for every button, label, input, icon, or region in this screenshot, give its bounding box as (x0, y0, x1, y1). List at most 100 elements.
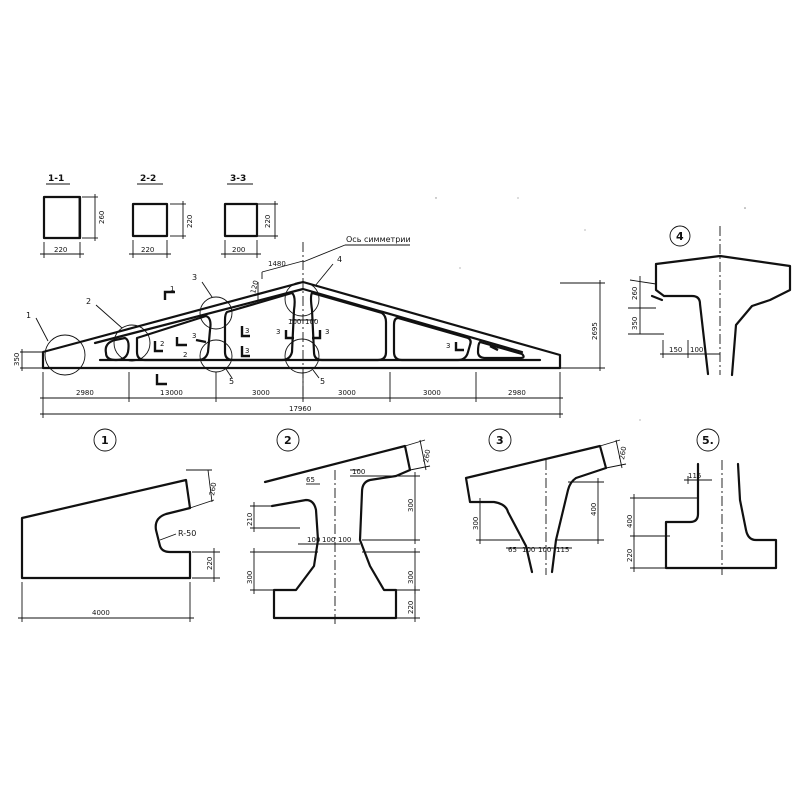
detail-2-dim-300c: 300 (407, 571, 415, 584)
detail-5-badge (696, 428, 720, 452)
section-mark-2-bottom: 2 (183, 351, 187, 359)
detail-5-dim-400: 400 (626, 515, 634, 528)
detail-1-dim-4000: 4000 (92, 609, 110, 617)
detail-3: 3 260 300 400 65 100 100 115 (464, 428, 628, 575)
detail-4-dim-260: 260 (631, 287, 639, 300)
detail-2-dim-65: 65 (306, 476, 315, 484)
detail-2-dim-260: 260 (422, 449, 432, 464)
dim-100-left: 100 (288, 318, 301, 326)
detail-2-number: 2 (284, 434, 292, 447)
span-6: 2980 (508, 389, 526, 397)
section-mark-1-top: 1 (170, 285, 174, 293)
detail-3-dim-260: 260 (618, 446, 628, 461)
marker-5b: 5 (320, 377, 325, 386)
top-chord-inner (93, 287, 524, 354)
detail-2-dim-100d: 100 (338, 536, 351, 544)
detail-5: 5. 115 400 220 (626, 428, 778, 575)
detail-3-dim-115: 115 (556, 546, 569, 554)
opening-2 (135, 314, 212, 362)
opening-5 (392, 316, 472, 362)
section-mark-1-bottom: 1 (160, 389, 164, 397)
section-mark-3b: 3 (245, 327, 249, 335)
detail-1: 1 260 R-50 220 4000 (18, 428, 220, 622)
section-2-2-width: 220 (141, 246, 154, 254)
dim-120: 120 (249, 280, 260, 295)
section-3-3: 3-3 220 200 (221, 174, 278, 258)
section-1-1-title: 1-1 (48, 174, 64, 184)
detail-1-outline (20, 478, 192, 580)
span-1: 2980 (76, 389, 94, 397)
detail-3-outline (464, 444, 608, 574)
detail-2-dim-300a: 300 (407, 499, 415, 512)
section-1-1-width: 220 (54, 246, 67, 254)
section-1-1-height: 260 (98, 211, 106, 224)
detail-circle-5b (284, 338, 320, 374)
detail-3-badge (488, 428, 512, 452)
section-mark-3f: 3 (446, 342, 450, 350)
opening-4 (309, 291, 388, 362)
detail-4-dim-150: 150 (669, 346, 682, 354)
total-length: 17960 (289, 405, 311, 413)
detail-1-dim-260: 260 (208, 482, 218, 497)
detail-3-number: 3 (496, 434, 504, 447)
detail-5-number: 5. (702, 434, 714, 447)
detail-4-dim-350: 350 (631, 317, 639, 330)
marker-5a: 5 (229, 377, 234, 386)
detail-2-dim-300b: 300 (246, 571, 254, 584)
detail-1-badge (93, 428, 117, 452)
opening-6 (476, 340, 525, 360)
detail-2-dim-100a: 100 (352, 468, 365, 476)
section-mark-2-top: 2 (160, 340, 164, 348)
opening-3 (223, 291, 296, 362)
dim-1480: 1480 (268, 260, 286, 268)
section-3-3-width: 200 (232, 246, 245, 254)
dim-height: 2695 (591, 322, 599, 340)
scan-specks (435, 197, 746, 421)
span-5: 3000 (423, 389, 441, 397)
detail-4-outline (654, 254, 792, 377)
dim-100-right: 100 (305, 318, 318, 326)
symmetry-axis-label: Ось симметрии (346, 235, 411, 244)
detail-2-outline (263, 444, 412, 620)
section-2-2: 2-2 220 220 (129, 174, 194, 258)
detail-circle-3 (199, 296, 233, 330)
detail-3-dim-100b: 100 (538, 546, 551, 554)
detail-5-dim-220: 220 (626, 549, 634, 562)
detail-2-dim-100b: 100 (307, 536, 320, 544)
detail-circle-1 (44, 334, 86, 376)
section-1-1: 1-1 260 220 (40, 174, 106, 258)
detail-3-dim-400: 400 (590, 503, 598, 516)
section-mark-3d: 3 (276, 328, 280, 336)
span-3: 3000 (252, 389, 270, 397)
marker-4: 4 (337, 255, 342, 264)
detail-3-dim-300: 300 (472, 517, 480, 530)
section-mark-3a: 3 (192, 332, 196, 340)
detail-1-number: 1 (101, 434, 109, 447)
opening-1 (104, 336, 130, 362)
detail-2-dim-210: 210 (246, 513, 254, 526)
detail-3-dim-65: 65 (508, 546, 517, 554)
detail-4-dim-100: 100 (690, 346, 703, 354)
detail-circle-4 (284, 281, 320, 317)
detail-4: 4 260 350 150 100 (628, 225, 792, 377)
truss-outline (41, 280, 562, 370)
marker-3: 3 (192, 273, 197, 282)
span-4: 3000 (338, 389, 356, 397)
detail-2-badge (276, 428, 300, 452)
section-2-2-title: 2-2 (140, 174, 156, 184)
detail-2-dim-100c: 100 (322, 536, 335, 544)
detail-1-dim-220: 220 (206, 557, 214, 570)
detail-5-outline (664, 462, 778, 570)
section-3-3-title: 3-3 (230, 174, 246, 184)
truss-elevation: Ось симметрии 1 2 3 4 5 5 1 1 2 2 3 3 (13, 235, 605, 418)
detail-1-radius: R-50 (178, 529, 196, 538)
detail-4-number: 4 (676, 230, 684, 243)
dim-350: 350 (13, 353, 21, 366)
detail-4-badge (669, 225, 691, 247)
section-mark-3c: 3 (245, 347, 249, 355)
detail-circle-2 (113, 324, 151, 362)
marker-1: 1 (26, 311, 31, 320)
detail-2-dim-220: 220 (407, 601, 415, 614)
span-2: 3000 (165, 389, 183, 397)
